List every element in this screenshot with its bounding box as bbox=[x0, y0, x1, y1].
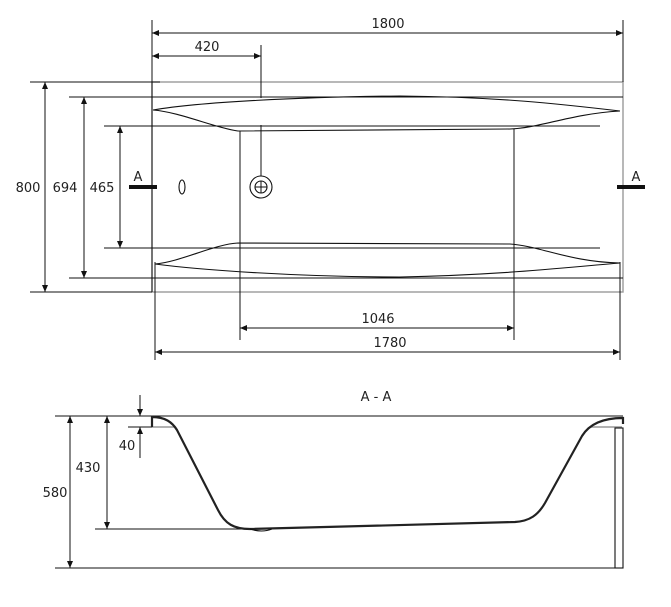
basin-contour bbox=[152, 109, 621, 132]
dim-label-800: 800 bbox=[16, 181, 41, 196]
dim-label-40: 40 bbox=[119, 439, 136, 454]
dim-label-1800: 1800 bbox=[371, 17, 404, 32]
basin-contour bbox=[154, 242, 621, 265]
dim-label-694: 694 bbox=[53, 181, 78, 196]
dim-label-420: 420 bbox=[195, 40, 220, 55]
drain-outlet bbox=[249, 528, 273, 532]
section-marker-left bbox=[129, 185, 157, 189]
dim-label-1046: 1046 bbox=[361, 312, 394, 327]
drain-icon bbox=[249, 175, 273, 199]
section-marker-right bbox=[617, 185, 645, 189]
dim-label-465: 465 bbox=[90, 181, 115, 196]
rim-contour bbox=[152, 95, 621, 112]
section-label-right: A bbox=[632, 170, 641, 185]
section-title: A - A bbox=[361, 390, 392, 405]
dim-label-1780: 1780 bbox=[373, 336, 406, 351]
dim-label-580: 580 bbox=[43, 486, 68, 501]
section-view: A - A 580 430 40 bbox=[43, 390, 625, 569]
overflow-icon bbox=[178, 179, 186, 195]
rim-contour bbox=[154, 262, 621, 278]
dim-label-430: 430 bbox=[76, 461, 101, 476]
tub-profile bbox=[150, 415, 625, 531]
section-label-left: A bbox=[134, 170, 143, 185]
top-view: 1800 420 800 694 465 A bbox=[16, 17, 645, 360]
front-panel bbox=[614, 427, 624, 569]
